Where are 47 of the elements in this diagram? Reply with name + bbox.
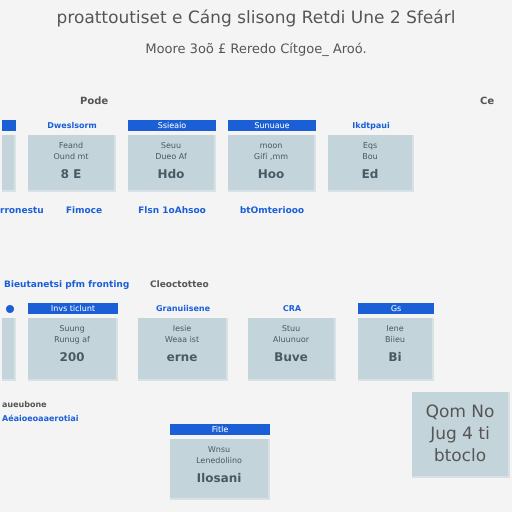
card-heading: Dweslsorm [46,120,98,131]
value-text: 200 [58,349,86,366]
card-text: Gifí ,mm [252,151,290,162]
card-heading: Ikdtpaui [351,120,391,131]
card-text: Bou [361,151,379,162]
subtitle: Moore 3oõ £ Reredo Cítgoe_ Aroó. [144,42,368,57]
card-text: Feand [58,140,84,151]
card-text: Dueo Af [154,151,188,162]
header-bar: Sunuaue [228,120,316,131]
header-bar: Gs [358,303,434,314]
card-text: Aluunuor [272,334,310,345]
card-text: Eqs [362,140,378,151]
card-text: Weaa ist [164,334,200,345]
value-text: Bi [387,349,403,366]
value-text: Hdo [156,166,186,183]
card-heading: CRA [282,303,302,314]
card-text: Qom No Jug 4 ti btoclo [424,401,496,468]
header-bar: Fitle [170,424,270,435]
card-text: Seuu [160,140,182,151]
value-text: erne [166,349,198,366]
card-text: Ound mt [52,151,90,162]
note-text: Cleoctotteo [150,280,209,290]
card-text: Biieu [384,334,406,345]
header-bar: Ssieaio [128,120,216,131]
card-text: Iesie [172,323,192,334]
card-caption: btOmteriooo [238,206,306,216]
card-text: Iene [385,323,405,334]
card-text: moon [258,140,284,151]
card-text: Suung [58,323,86,334]
note-text: Pode [80,96,108,107]
value-text: Ed [360,166,380,183]
card-text: Runug af [53,334,91,345]
title: proattoutiset e Cáng slisong Retdi Une 2 Sfeárl [56,8,456,28]
card-text: Lenedoliino [195,455,243,466]
card-text: Wnsu [206,444,232,455]
note-text: Aéaioeoaaerotiai [2,414,79,423]
card-text: Stuu [280,323,302,334]
value-text: 8 E [60,166,82,183]
value-text: Buve [273,349,309,366]
note-text: Bieutanetsi pfm fronting [4,280,130,290]
card-caption: Flsn 1oAhsoo [137,206,207,216]
note-text: Ce [480,96,494,107]
card-heading: Granuiisene [154,303,212,314]
value-text: Ilosani [196,470,242,487]
value-text: Hoo [256,166,286,183]
note-text: aueubone [2,400,47,409]
header-bar: Invs ticlunt [28,303,118,314]
